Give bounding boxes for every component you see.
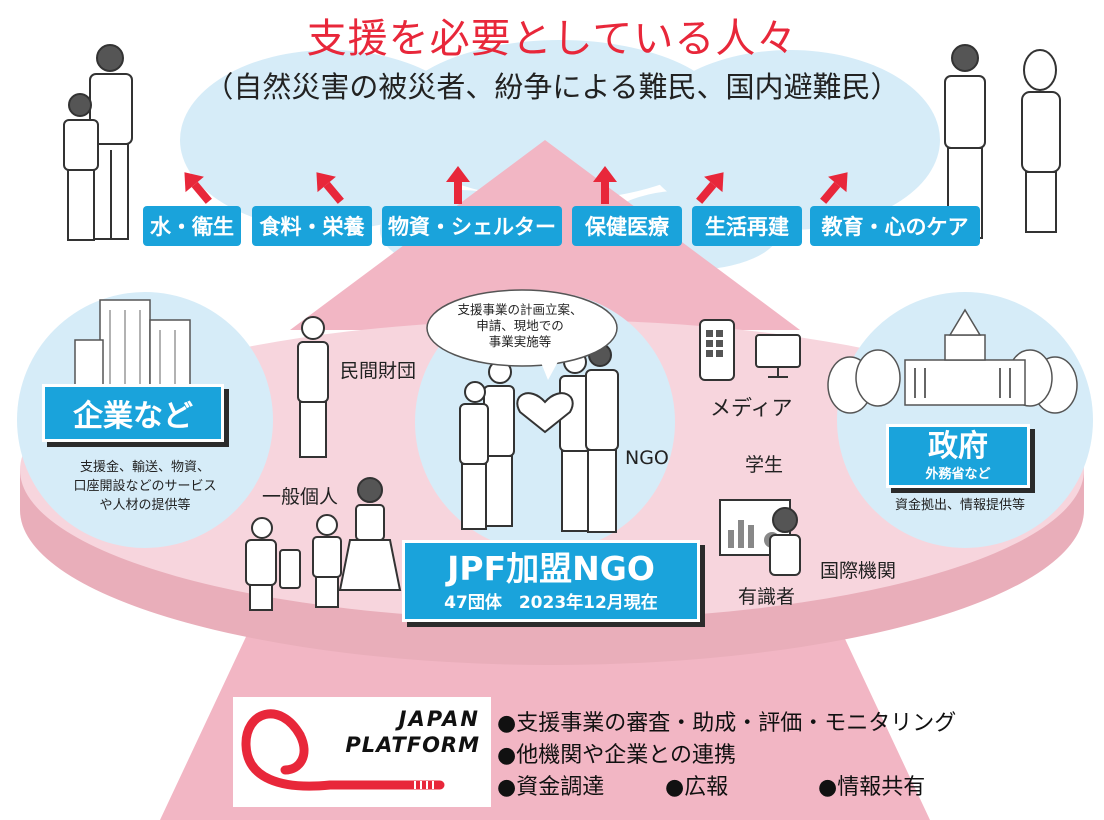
page-title: 支援を必要としている人々 [306,16,798,62]
corporate-desc-line: 口座開設などのサービス [73,479,217,494]
individuals-illustration [245,477,402,611]
label-media: メディア [710,396,793,420]
government-label: 政府 [928,428,988,464]
corporate-desc-line: 支援金、輸送、物資、 [79,460,210,475]
speech-line: 申請、現地での [476,318,564,333]
smartphone-monitor-icons [699,319,801,381]
jpf-role-bullet-info: ●情報共有 [818,775,926,800]
businessman-illustration [297,316,329,458]
speech-line: 支援事業の計画立案、 [457,302,583,317]
jpf-role-bullet-pr: ●広報 [665,775,729,800]
label-intl-orgs: 国際機関 [820,560,897,582]
category-shelter: 物資・シェルター [382,206,562,246]
jpf-role-bullet-2: ●他機関や企業との連携 [497,743,736,768]
corporate-desc-line: や人材の提供等 [99,498,191,513]
label-private-foundation: 民間財団 [340,360,417,382]
label-experts: 有識者 [738,586,796,608]
speech-bubble-text: 支援事業の計画立案、 申請、現地での 事業実施等 [430,302,610,350]
corporate-label: 企業など [73,399,193,434]
logo-line-1: JAPAN [398,707,480,731]
diet-building-icon [827,308,1078,414]
expert-presentation-illustration [719,499,801,576]
label-individuals: 一般個人 [262,486,339,508]
page-subtitle: （自然災害の被災者、紛争による難民、国内避難民） [204,70,900,104]
category-food: 食料・栄養 [252,206,372,246]
ngo-group-illustration [459,343,619,533]
category-livelihood: 生活再建 [692,206,802,246]
label-ngo: NGO [625,447,669,469]
corporate-label-box: 企業など [42,384,224,442]
jpf-role-bullet-1: ●支援事業の審査・助成・評価・モニタリング [497,711,957,736]
buildings-icon [74,299,191,391]
government-sublabel: 外務省など [925,466,991,482]
japan-platform-logo: JAPAN PLATFORM [340,707,480,757]
speech-bubble [426,289,618,380]
people-left-illustration [63,44,133,241]
category-education: 教育・心のケア [810,206,980,246]
speech-line: 事業実施等 [488,334,552,349]
jpf-ngo-sublabel: 47団体 2023年12月現在 [444,592,658,613]
red-arrows [184,166,848,204]
category-health: 保健医療 [572,206,682,246]
jpf-ngo-label-box: JPF加盟NGO 47団体 2023年12月現在 [402,540,700,622]
jpf-logo-mark [233,697,491,807]
government-description: 資金拠出、情報提供等 [894,498,1025,513]
label-students: 学生 [745,454,784,476]
government-label-box: 政府 外務省など [886,424,1030,488]
logo-line-2: PLATFORM [345,733,480,757]
corporate-description: 支援金、輸送、物資、 口座開設などのサービス や人材の提供等 [45,458,245,515]
category-water: 水・衛生 [143,206,241,246]
jpf-ngo-label: JPF加盟NGO [447,548,655,588]
jpf-role-bullet-fundraising: ●資金調達 [497,775,605,800]
